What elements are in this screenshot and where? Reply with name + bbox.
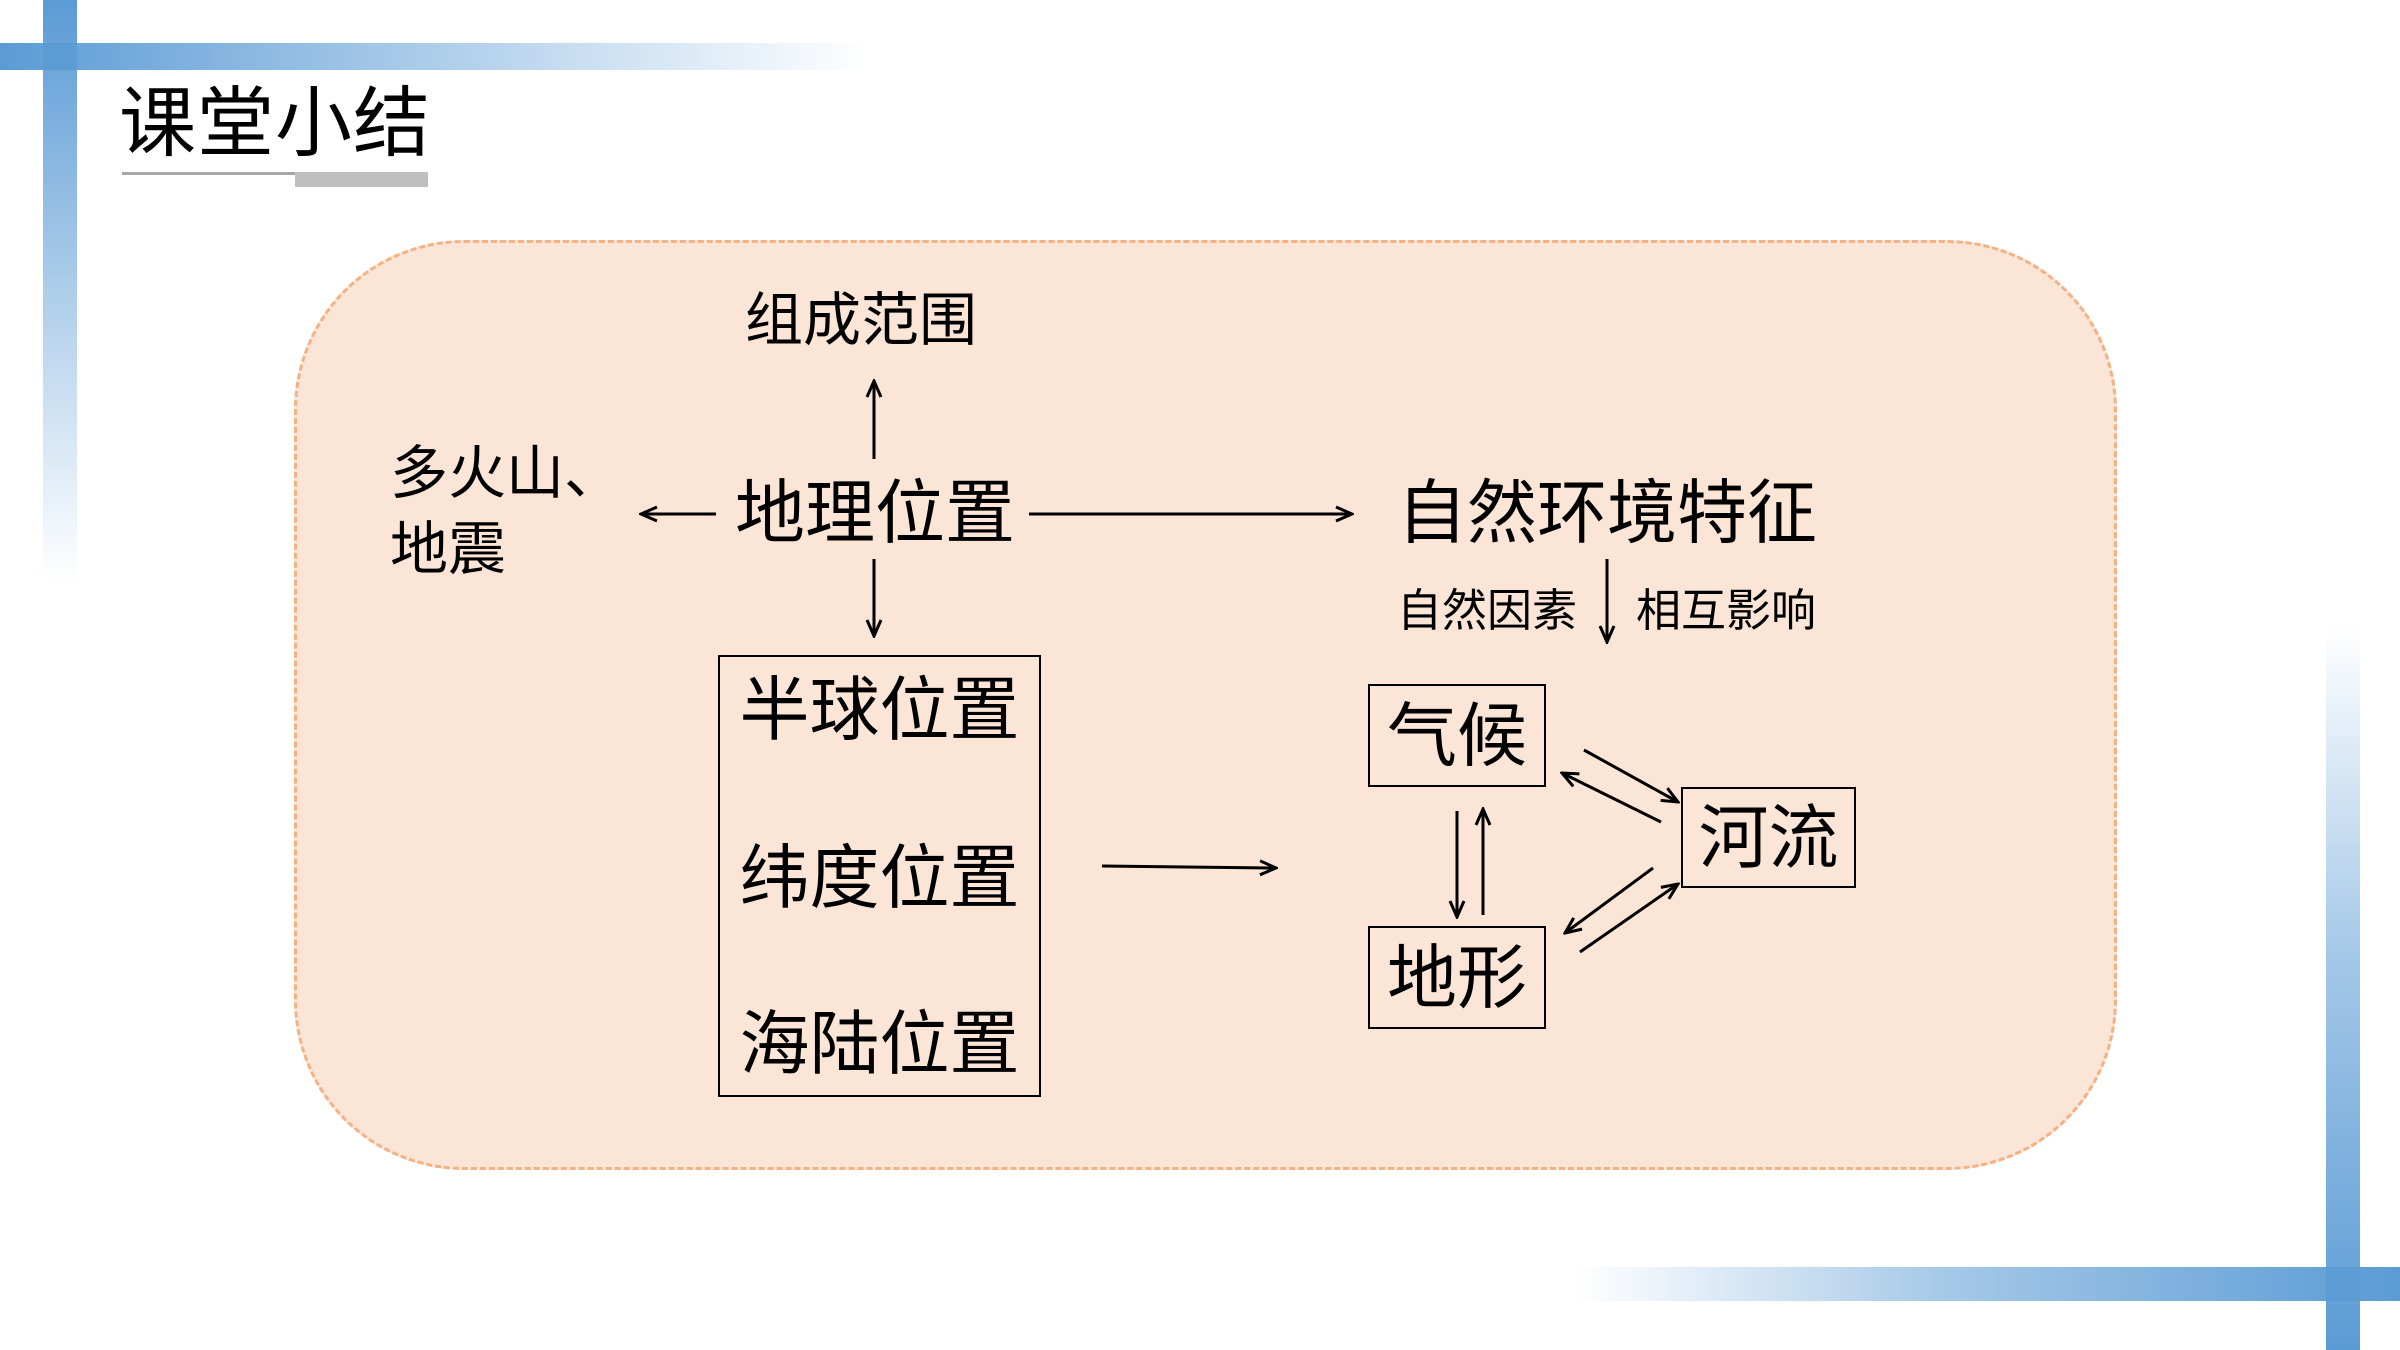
node-river: 河流 xyxy=(1698,796,1839,879)
title-underline xyxy=(122,172,428,175)
node-volcano-line2: 地震 xyxy=(390,515,507,583)
node-geo-location: 地理位置 xyxy=(735,472,1015,554)
label-interaction: 相互影响 xyxy=(1636,584,1817,637)
title-underline-accent xyxy=(295,172,428,187)
location-type-hemisphere: 半球位置 xyxy=(739,669,1020,751)
node-river-box: 河流 xyxy=(1681,787,1856,888)
slide-title: 课堂小结 xyxy=(119,80,431,169)
node-scope: 组成范围 xyxy=(745,286,978,354)
corner-decoration-top-left-vertical xyxy=(43,0,77,582)
location-types-box: 半球位置 纬度位置 海陆位置 xyxy=(718,655,1041,1097)
node-terrain: 地形 xyxy=(1387,936,1527,1019)
corner-decoration-bottom-right-vertical xyxy=(2326,627,2360,1350)
node-climate: 气候 xyxy=(1387,694,1527,777)
node-natural-features: 自然环境特征 xyxy=(1397,472,1817,554)
corner-decoration-top-left-horizontal xyxy=(0,43,870,70)
location-type-latitude: 纬度位置 xyxy=(739,837,1020,919)
node-climate-box: 气候 xyxy=(1368,684,1546,787)
label-natural-factors: 自然因素 xyxy=(1397,584,1578,637)
diagram-panel xyxy=(294,240,2117,1170)
node-terrain-box: 地形 xyxy=(1368,926,1546,1029)
location-type-land-sea: 海陆位置 xyxy=(739,1003,1020,1085)
node-volcano-line1: 多火山、 xyxy=(390,439,623,507)
corner-decoration-bottom-right-horizontal xyxy=(1576,1267,2400,1301)
